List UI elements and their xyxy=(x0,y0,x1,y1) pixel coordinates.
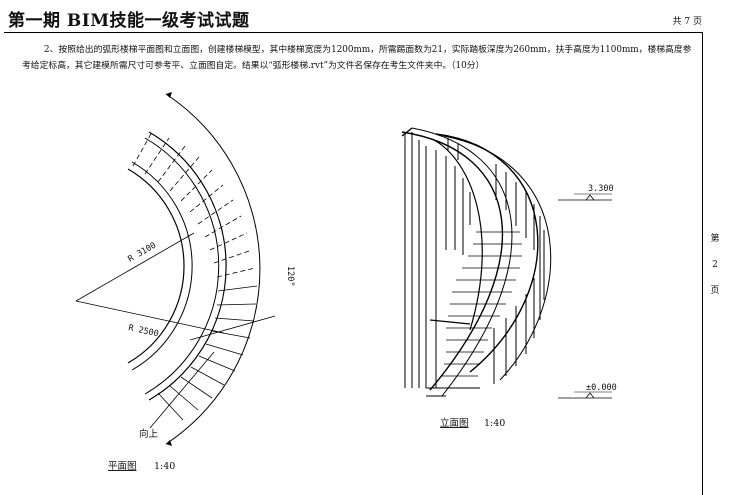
plan-hidden-treads xyxy=(132,131,256,278)
total-pages: 共 7 页 xyxy=(672,17,702,27)
elev-scale: 1:40 xyxy=(484,418,505,429)
page-title: 第一期 BIM技能一级考试试题 xyxy=(8,11,250,31)
elev-right-stringer-2 xyxy=(443,135,552,381)
plan-dimension-arc xyxy=(165,93,261,445)
plan-inner-arc-outer xyxy=(131,161,193,371)
plan-outer-arc xyxy=(148,131,227,401)
plan-inner-arc xyxy=(127,168,185,364)
plan-up-label: 向上 xyxy=(139,428,159,440)
plan-caption: 平面图 xyxy=(108,461,137,472)
elevation-view xyxy=(401,127,612,399)
plan-radius-inner-label: R 2500 xyxy=(127,323,159,339)
elev-left-stringer-2 xyxy=(411,127,513,397)
elev-caption: 立面图 xyxy=(440,417,469,429)
elev-balusters-right xyxy=(447,138,545,384)
plan-outer-arc-inner xyxy=(144,137,220,395)
side-page-number: 第 2 页 xyxy=(706,226,724,304)
side-page-char-3: 页 xyxy=(710,286,720,296)
side-page-char-1: 第 xyxy=(710,234,720,244)
plan-scale: 1:40 xyxy=(154,461,175,472)
plan-dim-arrow-bottom xyxy=(166,440,172,446)
plan-angle-label: 120° xyxy=(285,266,295,286)
elev-left-stringer xyxy=(401,131,504,391)
elev-level-top-label: 3.300 xyxy=(588,184,614,194)
title-rule xyxy=(4,32,702,33)
plan-radius-line-outer xyxy=(75,232,195,302)
plan-view xyxy=(75,92,276,446)
elev-inner-handrail xyxy=(433,139,483,331)
side-page-char-2: 2 xyxy=(712,260,718,270)
elev-steps xyxy=(442,231,522,377)
elev-right-stringer xyxy=(435,133,539,373)
plan-cut-line xyxy=(189,315,276,341)
elev-balusters-left xyxy=(404,132,471,388)
plan-radius-outer-label: R 3100 xyxy=(127,241,159,265)
elev-level-bottom-label: ±0.000 xyxy=(586,383,617,393)
plan-dim-arrow-top xyxy=(166,92,172,98)
frame-right-border xyxy=(702,32,703,495)
plan-visible-treads xyxy=(157,285,258,421)
question-text: 2、按照给出的弧形楼梯平面图和立面图，创建楼梯模型，其中楼梯宽度为1200mm，… xyxy=(22,45,692,71)
plan-direction-line xyxy=(149,351,215,429)
plan-radius-line-inner xyxy=(75,300,225,334)
